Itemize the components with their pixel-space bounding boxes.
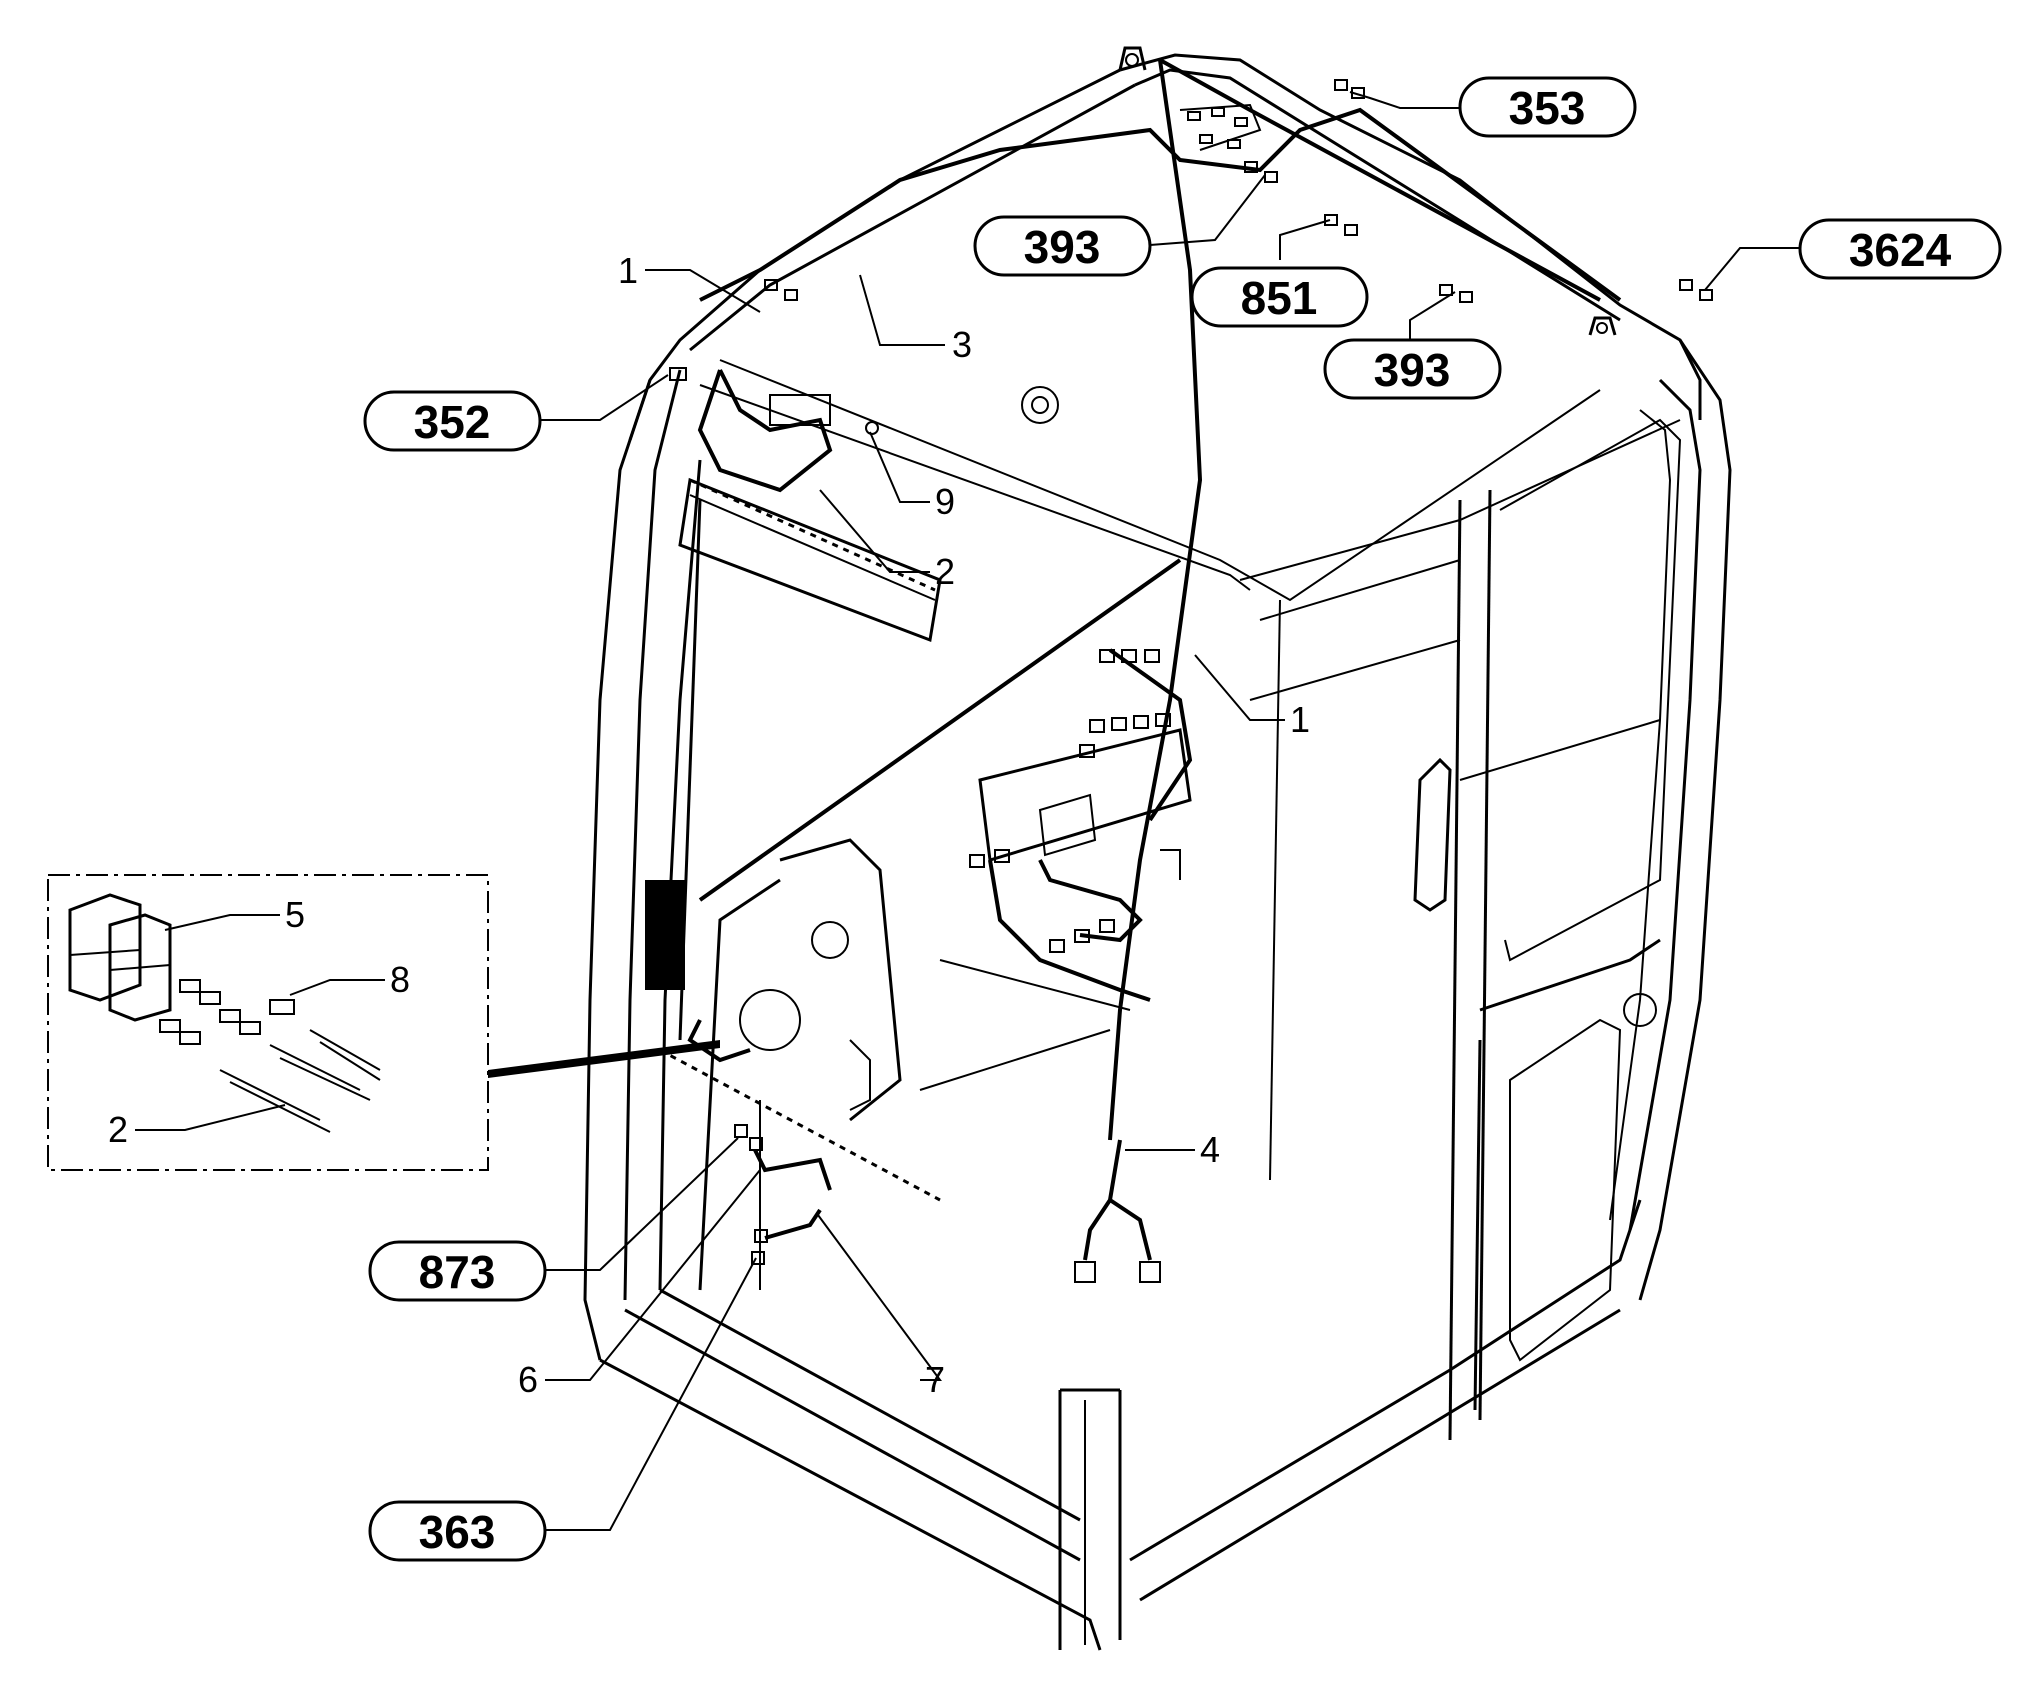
callout-393-lower-label: 393 (1374, 344, 1451, 396)
item-numbers: 1 3 9 2 1 5 8 2 4 6 7 (108, 250, 1310, 1400)
callout-353: 353 (1458, 76, 1637, 138)
callout-873: 873 (368, 1240, 547, 1302)
item-number-2-detail: 2 (108, 1109, 128, 1150)
wiring-harness (645, 58, 1713, 1283)
callout-851: 851 (1190, 266, 1369, 328)
cab-frame (583, 46, 1732, 1651)
callout-3624-label: 3624 (1849, 224, 1952, 276)
callout-851-label: 851 (1241, 272, 1318, 324)
item-number-2-top: 2 (935, 551, 955, 592)
leader-lines (135, 91, 1800, 1531)
item-number-1-top: 1 (618, 250, 638, 291)
item-number-8: 8 (390, 959, 410, 1000)
item-number-5: 5 (285, 894, 305, 935)
callout-363-label: 363 (419, 1506, 496, 1558)
callout-353-label: 353 (1509, 82, 1586, 134)
callout-393-upper-label: 393 (1024, 221, 1101, 273)
callout-363: 363 (368, 1500, 547, 1562)
item-number-4: 4 (1200, 1129, 1220, 1170)
item-number-9: 9 (935, 481, 955, 522)
callout-352-label: 352 (414, 396, 491, 448)
relay-detail-inset (47, 874, 720, 1171)
item-number-7: 7 (925, 1359, 945, 1400)
item-number-3: 3 (952, 324, 972, 365)
item-number-1-mid: 1 (1290, 699, 1310, 740)
callout-393-upper: 393 (973, 215, 1152, 277)
callout-352: 352 (363, 390, 542, 452)
item-number-6: 6 (518, 1359, 538, 1400)
callout-3624: 3624 (1798, 218, 2002, 280)
callout-873-label: 873 (419, 1246, 496, 1298)
callout-393-lower: 393 (1323, 338, 1502, 400)
